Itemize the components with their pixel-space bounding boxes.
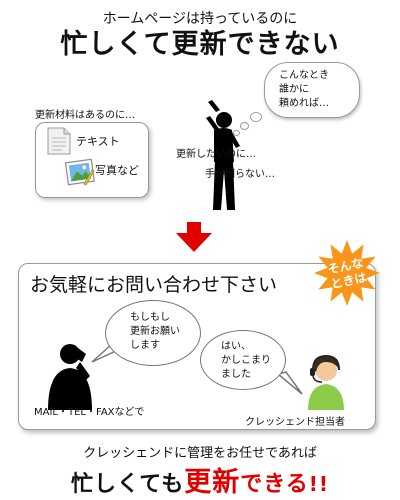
material-text-label: テキスト [76, 135, 120, 148]
customer-speech-bubble: もしもし 更新お願い します [105, 300, 201, 366]
bubble-line: かしこまり [221, 355, 271, 366]
bubble-tail [276, 371, 303, 395]
down-arrow-icon [176, 222, 212, 252]
intro-text: ホームページは持っているのに [102, 11, 298, 27]
staff-headset-icon [308, 354, 344, 410]
finale-part-2: 更新 [184, 467, 241, 498]
thought-line: こんなとき [279, 70, 329, 81]
staff-speech-bubble: はい、 かしこまり ました [200, 330, 286, 390]
contact-methods: MAIL・TEL・FAXなどで [34, 407, 145, 418]
starburst-badge: そんな ときは [314, 240, 380, 306]
material-photo-label: 写真など [95, 164, 139, 177]
bubble-line: はい、 [221, 341, 251, 352]
thought-dot [233, 130, 240, 136]
finale-part-4: !! [308, 472, 330, 496]
staff-label: クレッシェンド担当者 [245, 417, 345, 428]
document-icon [47, 127, 71, 155]
thought-line: 頼めれば… [279, 98, 329, 109]
headline: 忙しくて更新できない [60, 29, 340, 60]
footer-finale: 忙しくても更新できる!! [0, 460, 400, 499]
thought-dot [240, 122, 249, 130]
bubble-line: ました [221, 369, 251, 380]
bubble-line: します [130, 340, 160, 351]
finale-part-1: 忙しくても [70, 472, 185, 497]
bubble-line: もしもし [130, 312, 170, 323]
contact-title: お気軽にお問い合わせ下さい [30, 274, 278, 296]
thought-bubble: こんなとき 誰かに 頼めれば… [264, 62, 360, 118]
customer-phone-icon [48, 344, 92, 410]
photo-icon [64, 158, 95, 186]
thought-line: 誰かに [279, 84, 309, 95]
busy-person-icon [206, 100, 240, 210]
materials-label: 更新材料はあるのに… [35, 110, 135, 121]
busy-text-2: 手が回らない… [205, 169, 275, 180]
bubble-line: 更新お願い [130, 326, 180, 337]
footer-tagline: クレッシェンドに管理をお任せであれば [83, 446, 317, 461]
finale-part-3: できる [240, 472, 309, 497]
busy-text-1: 更新したいのに… [176, 149, 256, 160]
thought-dot [250, 112, 262, 122]
